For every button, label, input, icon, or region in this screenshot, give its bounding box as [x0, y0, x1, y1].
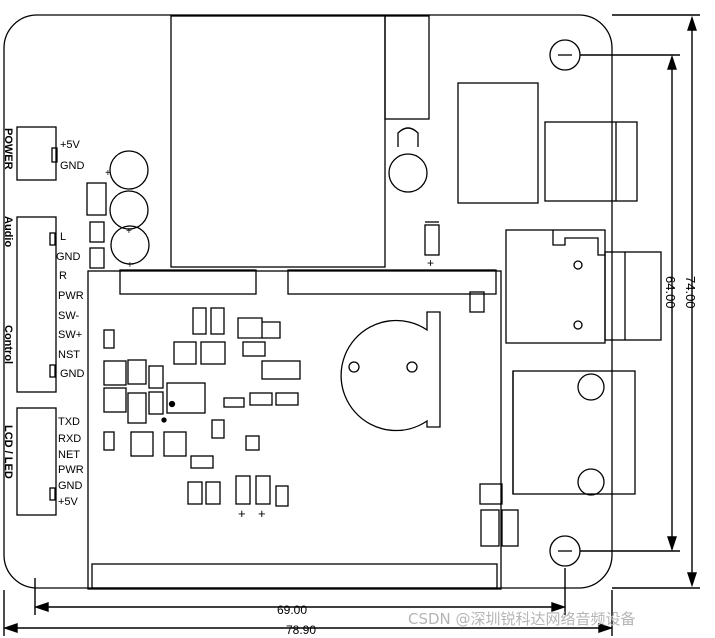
- control-title: Control: [2, 325, 14, 364]
- control-pin-nst: NST: [58, 349, 80, 361]
- plus-mark-cap3b: +: [127, 260, 133, 271]
- dim-height-inner: 64.00: [663, 276, 678, 309]
- crystal: [166, 382, 206, 414]
- plus-mark-cap1: +: [105, 168, 111, 179]
- plus-mark-bottom-2: +: [258, 506, 266, 521]
- control-pin-swplus: SW+: [58, 329, 82, 341]
- cap-1: [109, 150, 149, 190]
- power-pin-5v: +5V: [60, 139, 81, 151]
- lcd-pin-5v: +5V: [58, 496, 79, 508]
- module-block: [170, 15, 386, 268]
- lcd-pin-net: NET: [58, 449, 80, 461]
- audio-pin-gnd: GND: [56, 251, 81, 263]
- daughter-board: [87, 270, 502, 590]
- dimension-lines: [2, 14, 700, 636]
- lcd-pin-rxd: RXD: [58, 433, 81, 445]
- lcd-title: LCD / LED: [2, 425, 14, 479]
- audio-title: Audio: [2, 216, 14, 247]
- power-pin-gnd: GND: [60, 160, 85, 172]
- cap-3: [110, 225, 150, 265]
- audio-pin-l: L: [60, 231, 66, 243]
- lcd-pin-gnd: GND: [58, 480, 83, 492]
- plus-mark-cap3: +: [126, 226, 132, 237]
- control-pin-pwr: PWR: [58, 290, 84, 302]
- connector-right-2: [512, 370, 636, 495]
- audio-control-connector: [16, 216, 57, 393]
- board-outline: [3, 14, 613, 589]
- watermark: CSDN @深圳锐科达网络音频设备: [408, 610, 636, 628]
- plus-mark-bottom-1: +: [238, 506, 246, 521]
- led-component: [397, 127, 419, 147]
- power-title: POWER: [2, 128, 14, 170]
- small-block: [384, 15, 430, 120]
- battery-holder: [340, 311, 441, 432]
- control-pin-gnd: GND: [60, 368, 85, 380]
- dim-width-outer: 78.90: [286, 623, 316, 637]
- lcd-pin-pwr: PWR: [58, 464, 84, 476]
- chip-top-right: [457, 82, 539, 204]
- cap-small: [424, 224, 440, 256]
- dim-height-outer: 74.00: [683, 276, 698, 309]
- lcd-pin-txd: TXD: [58, 416, 80, 428]
- dim-width-inner: 69.00: [277, 603, 307, 617]
- cap-2: [109, 190, 149, 230]
- control-pin-swminus: SW-: [58, 310, 80, 322]
- lcd-connector: [16, 407, 57, 516]
- connector-right-1: [505, 229, 606, 344]
- power-connector: [16, 126, 57, 181]
- plus-mark-small: +: [427, 256, 434, 270]
- audio-pin-r: R: [59, 270, 67, 282]
- chip-right-1: [544, 121, 638, 202]
